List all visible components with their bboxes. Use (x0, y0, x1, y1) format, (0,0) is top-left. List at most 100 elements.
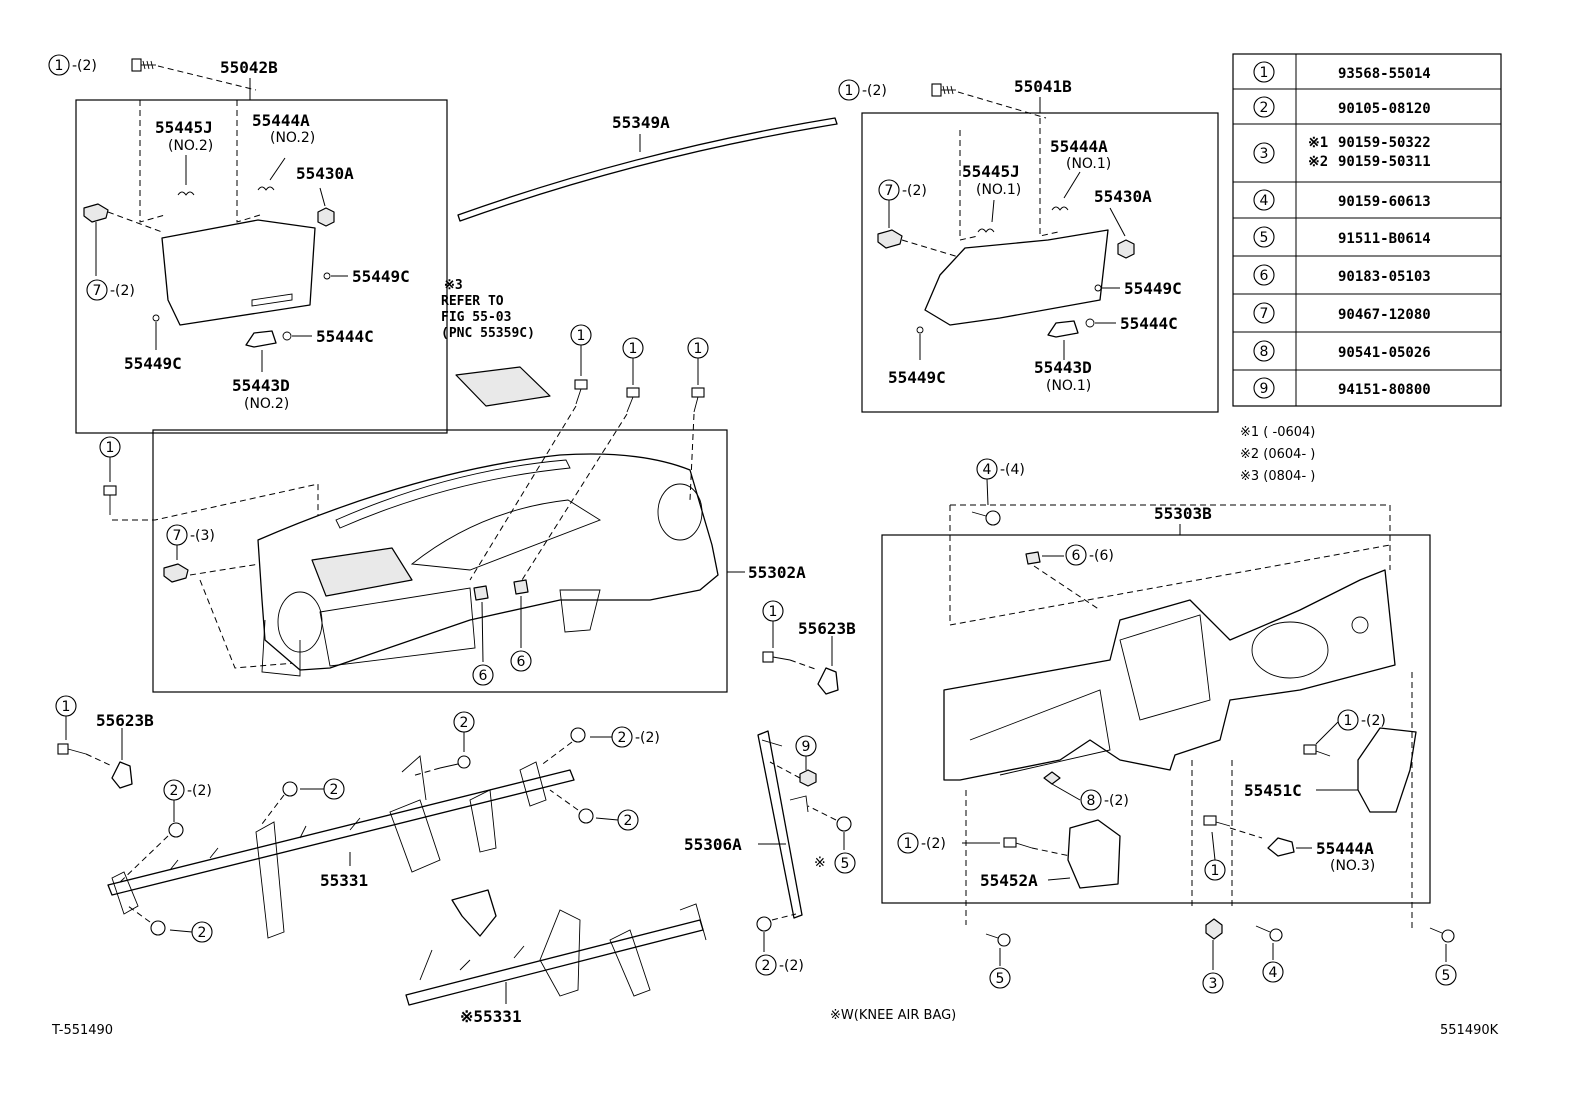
bolt-icon (1429, 927, 1455, 943)
label-55451c: 55451C (1244, 781, 1302, 800)
label-55306a: 55306A (684, 835, 742, 854)
brace-55306a: 9 ※ 5 55306A 2 -(2) (684, 730, 856, 976)
group-box-55302a (152, 429, 728, 693)
callout-6 (472, 664, 494, 686)
callout-number: 4 (1269, 965, 1278, 981)
label-55444a: 55444A (1050, 137, 1108, 156)
brace (757, 730, 803, 919)
vent-right (657, 483, 703, 541)
screw-icon (1203, 815, 1231, 827)
callout-qty: -(6) (1089, 548, 1114, 564)
legend-number: 6 (1260, 268, 1269, 284)
label-55623b: 55623B (798, 619, 856, 638)
callout-qty: -(2) (187, 783, 212, 799)
callout-number: 9 (802, 739, 811, 755)
callout-number: 5 (1442, 968, 1451, 984)
clip-icon (83, 203, 109, 223)
callout-number: 5 (996, 971, 1005, 987)
bolt-icon (756, 916, 772, 932)
label-sub: (NO.1) (1066, 156, 1111, 172)
label-55430a: 55430A (296, 164, 354, 183)
label-sub: (NO.3) (1330, 858, 1375, 874)
refer-line: FIG 55-03 (441, 310, 511, 325)
knee-panel (1067, 819, 1121, 889)
callout-number: 1 (904, 836, 913, 852)
label-55623b: 55623B (96, 711, 154, 730)
callout-7 (86, 279, 108, 301)
label-55331-alt: ※55331 (460, 1007, 522, 1026)
label-55444a: 55444A (252, 111, 310, 130)
label-55430a: 55430A (1094, 187, 1152, 206)
screw-icon (931, 83, 956, 97)
legend-number: 3 (1260, 146, 1269, 162)
latch-icon (245, 330, 277, 348)
bottom-fasteners: 5 3 4 5 (985, 918, 1457, 994)
callout-qty: -(2) (921, 836, 946, 852)
callout-6 (1065, 544, 1087, 566)
damper-icon (317, 207, 335, 227)
label-55445j: 55445J (155, 118, 213, 137)
callout-qty: -(4) (1000, 462, 1025, 478)
legend-part: 90105-08120 (1338, 101, 1431, 117)
glove-door (161, 219, 316, 326)
callout-number: 1 (1344, 713, 1353, 729)
callout-number: 1 (845, 83, 854, 99)
fastener-legend-table: 1 93568-55014 2 90105-08120 3 ※1 90159-5… (1232, 53, 1502, 407)
label-55042b: 55042B (220, 58, 278, 77)
refer-line: (PNC 55359C) (441, 326, 535, 341)
refer-line: REFER TO (441, 294, 504, 309)
legend-part: 90467-12080 (1338, 307, 1431, 323)
legend-part: 90541-05026 (1338, 345, 1431, 361)
callout-number: 2 (170, 783, 179, 799)
callout-qty: -(2) (635, 730, 660, 746)
label-55443d: 55443D (1034, 358, 1092, 377)
callout-number: 4 (983, 462, 992, 478)
callout-number: 1 (694, 341, 703, 357)
callout-2 (755, 954, 777, 976)
nut-icon (799, 769, 817, 787)
label-55349a: 55349A (612, 113, 670, 132)
bracket-icon (817, 667, 839, 695)
callout-number: 1 (55, 58, 64, 74)
legend-part: 90183-05103 (1338, 269, 1431, 285)
refer-note: ※3 REFER TO FIG 55-03 (PNC 55359C) (441, 278, 551, 407)
cushion-icon (916, 326, 924, 334)
bolt-icon (150, 920, 166, 936)
footnote: ※2 (0604- ) (1240, 447, 1315, 462)
group-55041b: 55041B 1 -(2) 7 -(2) 55445J (NO.1) 55444… (838, 77, 1219, 413)
bolt-icon (836, 816, 852, 832)
callout-number: 5 (841, 856, 850, 872)
bracket-55623b-right: 1 55623B (762, 600, 856, 695)
callout-number: 3 (1209, 976, 1218, 992)
cushion-icon (323, 272, 331, 280)
label-55444a: 55444A (1316, 839, 1374, 858)
legend-number: 9 (1260, 381, 1269, 397)
callout-qty: -(2) (779, 958, 804, 974)
footnote: ※1 ( -0604) (1240, 425, 1315, 440)
clip-icon (513, 579, 529, 595)
callout-number: 6 (479, 668, 488, 684)
callout-5 (989, 967, 1011, 989)
legend-number: 4 (1260, 193, 1269, 209)
latch-icon (1047, 320, 1079, 338)
bracket-icon (111, 761, 133, 789)
legend-part: 94151-80800 (1338, 382, 1431, 398)
legend-mark: ※1 (1308, 135, 1328, 151)
bolt-icon (971, 510, 1001, 526)
bolt-icon (1255, 925, 1283, 942)
group-55042b: 55042B 1 -(2) 55445J (NO.2) 55444A (NO.2… (48, 54, 448, 434)
callout-number: 2 (762, 958, 771, 974)
callout-number: 2 (618, 730, 627, 746)
pad-icon (455, 366, 551, 407)
refer-mark: ※3 (444, 278, 463, 293)
reinforcement-beam (405, 919, 704, 1006)
date-footnotes: ※1 ( -0604) ※2 (0604- ) ※3 (0804- ) (1240, 425, 1315, 484)
callout-number: 8 (1087, 793, 1096, 809)
label-55041b: 55041B (1014, 77, 1072, 96)
callout-number: 1 (62, 699, 71, 715)
clip-icon (473, 585, 489, 601)
callout-qty: -(3) (190, 528, 215, 544)
label-55445j: 55445J (962, 162, 1020, 181)
reinforcement-55331: 55331 2 2 -(2) 2 -(2) 2 2 2 (107, 711, 660, 943)
label-55443d: 55443D (232, 376, 290, 395)
